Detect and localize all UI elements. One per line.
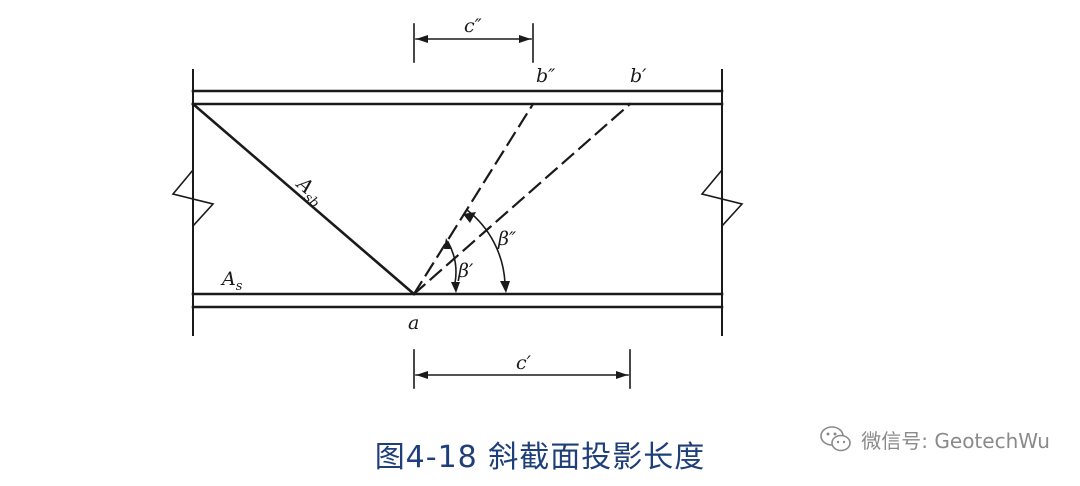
label-a-s: As xyxy=(220,268,243,294)
arc-arrow-beta-prime-top xyxy=(444,238,452,249)
label-c-double-prime: c″ xyxy=(464,15,482,37)
label-beta-double-prime: β″ xyxy=(497,228,516,250)
label-b-prime: b′ xyxy=(630,65,647,87)
dim-top-arrow-left xyxy=(416,35,428,43)
label-b-double-prime: b″ xyxy=(536,65,555,87)
watermark-text: 微信号: GeotechWu xyxy=(861,428,1050,453)
dim-bottom-arrow-right xyxy=(616,371,628,379)
arc-arrow-beta-double-prime-top xyxy=(463,212,476,223)
bent-up-bar-line xyxy=(191,102,416,296)
figure-caption: 图4-18 斜截面投影长度 xyxy=(374,440,706,475)
left-break-symbol xyxy=(171,168,215,228)
label-a-s-main: A xyxy=(220,268,236,290)
label-a-s-sub: s xyxy=(236,279,243,294)
label-beta-prime: β′ xyxy=(457,260,474,282)
crack-line-b-prime xyxy=(412,102,632,296)
crack-line-b-double-prime xyxy=(412,102,535,296)
dim-top-arrow-right xyxy=(519,35,531,43)
dim-bottom-arrow-left xyxy=(416,371,428,379)
arc-arrow-beta-double-prime-bottom xyxy=(500,281,510,293)
label-a-sb-sub: sb xyxy=(301,190,322,211)
wechat-icon xyxy=(820,426,852,452)
right-break-symbol xyxy=(700,168,744,228)
label-c-prime: c′ xyxy=(516,352,532,374)
watermark: 微信号: GeotechWu xyxy=(819,424,1050,454)
label-a: a xyxy=(408,312,419,334)
arc-arrow-beta-prime-bottom xyxy=(451,282,460,293)
